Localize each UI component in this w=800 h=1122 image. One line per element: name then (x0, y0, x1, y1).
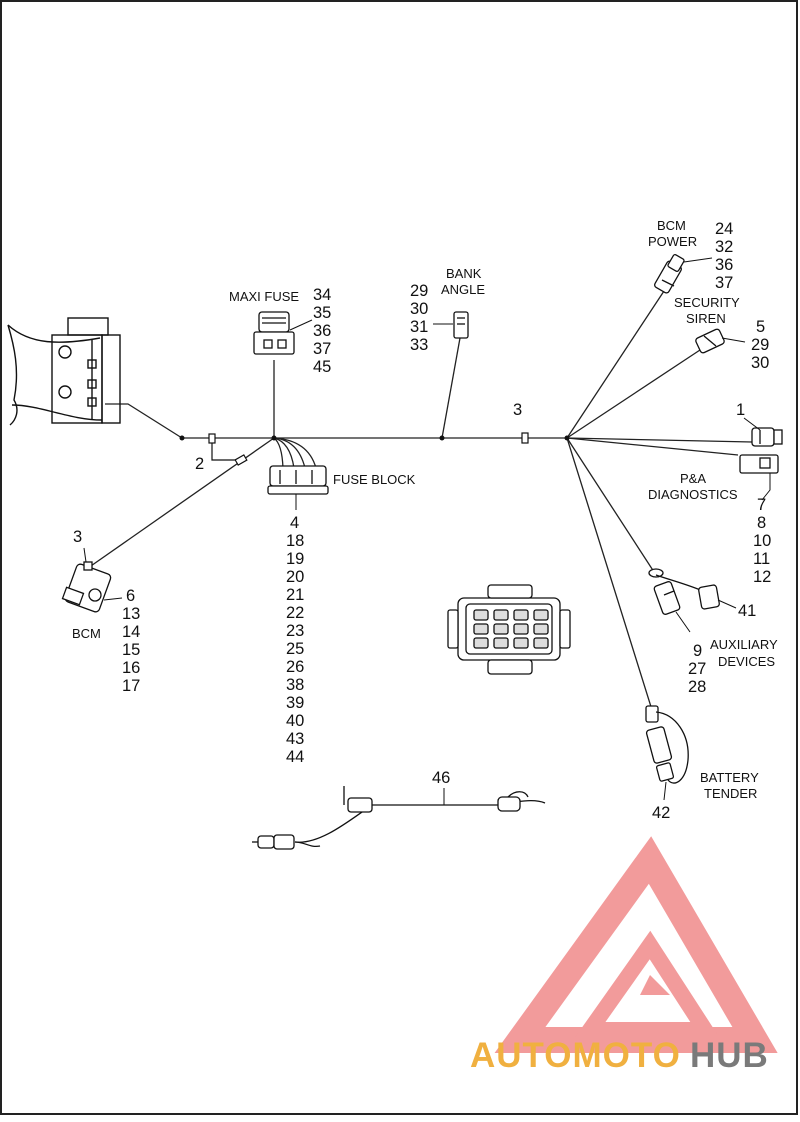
callout-fuse-block: 18 (286, 532, 304, 550)
security-siren-leader (721, 337, 746, 343)
callout-security-siren: 29 (751, 336, 769, 354)
callout-bcm: 15 (122, 641, 140, 659)
bcm-leader (103, 597, 123, 601)
maxi-fuse-label: MAXI FUSE (229, 289, 299, 304)
bcm-power-label-2: POWER (648, 234, 697, 249)
pa-label-1: P&A (680, 471, 706, 486)
callout-diagnostics: 11 (753, 550, 770, 568)
callout-bcm: 6 (126, 587, 135, 605)
callout-bcm-power: 37 (715, 274, 733, 292)
watermark-logo (494, 836, 778, 1053)
connector-face-detail (447, 584, 571, 675)
angle-label: ANGLE (441, 282, 485, 297)
bcm-label: BCM (72, 626, 101, 641)
callout-bcm: 14 (122, 623, 140, 641)
aux-label-2: DEVICES (718, 654, 775, 669)
callout-diagnostics: 10 (753, 532, 771, 550)
diagnostics-connector-top (751, 427, 783, 447)
bcm-module (61, 561, 112, 613)
callout-diag-top: 1 (736, 401, 745, 419)
watermark-text-2: HUB (690, 1036, 769, 1075)
frame-bracket (7, 317, 121, 426)
battery-label-1: BATTERY (700, 770, 759, 785)
callout-diagnostics: 7 (757, 496, 766, 514)
clip-3 (521, 432, 529, 444)
callout-fuse-block: 20 (286, 568, 304, 586)
diag-top-leader (743, 417, 761, 431)
callout-aux-41: 41 (738, 602, 756, 620)
maxi-fuse-leader (289, 319, 313, 331)
callout-battery: 42 (652, 804, 670, 822)
callout-bank-angle: 29 (410, 282, 428, 300)
callout-maxi-fuse: 37 (313, 340, 331, 358)
callout-fuse-block: 44 (286, 748, 304, 766)
fuse-block-label: FUSE BLOCK (333, 472, 416, 487)
callout-bcm-power: 24 (715, 220, 733, 238)
diagnostics-connector-bottom (739, 454, 779, 474)
diag-bottom-leader (761, 473, 771, 501)
callout-aux: 27 (688, 660, 706, 678)
fuse-block-connector (267, 465, 329, 495)
callout-fuse-block: 19 (286, 550, 304, 568)
aux-41-leader (717, 599, 737, 609)
bcm-top-leader (83, 547, 87, 563)
bank-angle-connector (453, 311, 469, 339)
bcm-power-label-1: BCM (657, 218, 686, 233)
callout-bcm: 16 (122, 659, 140, 677)
callout-bank-angle: 30 (410, 300, 428, 318)
callout-aux: 28 (688, 678, 706, 696)
callout-clip-3: 3 (513, 401, 522, 419)
callout-security-siren: 30 (751, 354, 769, 372)
callout-bcm: 17 (122, 677, 140, 695)
callout-clip-2: 2 (195, 455, 204, 473)
callout-fuse-block: 43 (286, 730, 304, 748)
watermark-text-1: AUTOMOTO (470, 1036, 681, 1075)
bcm-power-leader (683, 257, 713, 263)
aux-label-1: AUXILIARY (710, 637, 778, 652)
callout-diagnostics: 12 (753, 568, 771, 586)
clip-2 (208, 433, 248, 466)
harness-trunk (87, 284, 753, 711)
security-siren-connector (695, 328, 725, 354)
callout-maxi-fuse: 45 (313, 358, 331, 376)
callout-security-siren: 5 (756, 318, 765, 336)
callout-fuse-block: 26 (286, 658, 304, 676)
callout-fuse-block: 40 (286, 712, 304, 730)
callout-fuse-block: 22 (286, 604, 304, 622)
callout-fuse-block: 4 (290, 514, 299, 532)
callout-maxi-fuse: 35 (313, 304, 331, 322)
battery-leader (663, 781, 667, 801)
battery-label-2: TENDER (704, 786, 757, 801)
callout-bcm-power: 32 (715, 238, 733, 256)
callout-diagnostics: 8 (757, 514, 766, 532)
callout-fuse-block: 21 (286, 586, 304, 604)
callout-bcm-power: 36 (715, 256, 733, 274)
bcm-power-connector (654, 254, 685, 294)
callout-harness-46: 46 (432, 769, 450, 787)
security-siren-label-2: SIREN (686, 311, 726, 326)
callout-fuse-block: 39 (286, 694, 304, 712)
auxiliary-connectors (648, 568, 720, 615)
callout-maxi-fuse: 34 (313, 286, 331, 304)
callout-bank-angle: 31 (410, 318, 428, 336)
battery-tender-connector (645, 705, 689, 784)
bank-label: BANK (446, 266, 482, 281)
aux-leader (675, 611, 691, 633)
pa-label-2: DIAGNOSTICS (648, 487, 738, 502)
callout-bank-angle: 33 (410, 336, 428, 354)
harness-46 (252, 786, 546, 850)
callout-fuse-block: 38 (286, 676, 304, 694)
security-siren-label-1: SECURITY (674, 295, 740, 310)
callout-fuse-block: 23 (286, 622, 304, 640)
callout-bcm: 13 (122, 605, 140, 623)
callout-bcm-top: 3 (73, 528, 82, 546)
callout-aux: 9 (693, 642, 702, 660)
callout-fuse-block: 25 (286, 640, 304, 658)
callout-maxi-fuse: 36 (313, 322, 331, 340)
maxi-fuse-connector (253, 311, 295, 355)
junction-dots (179, 435, 570, 441)
